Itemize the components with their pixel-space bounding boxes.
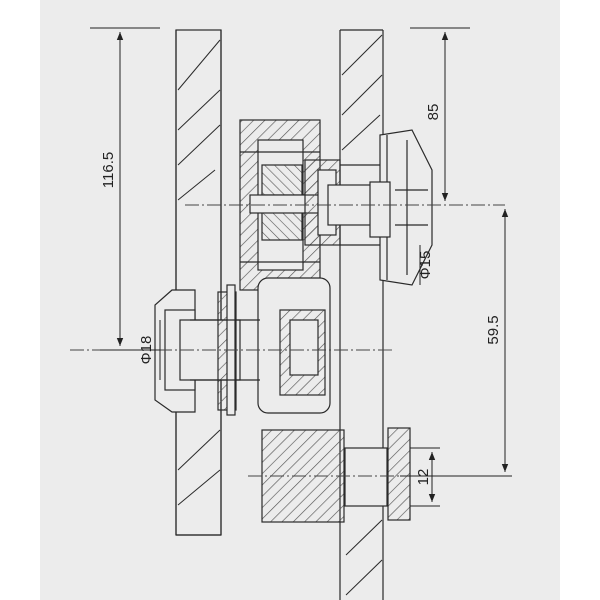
- right-glass-panel: [339, 29, 384, 600]
- upper-knob: [369, 129, 433, 286]
- dimension-lines: [90, 27, 512, 507]
- bottom-block: [261, 427, 411, 523]
- dim-phi15: Φ15: [417, 251, 434, 280]
- left-glass-panel: [175, 29, 222, 536]
- dim-85: 85: [425, 104, 442, 121]
- dim-59-5: 59.5: [485, 315, 502, 344]
- lower-roller: [257, 277, 331, 414]
- dim-116-5: 116.5: [100, 152, 117, 188]
- dim-phi18: Φ18: [138, 336, 155, 365]
- dim-12: 12: [415, 469, 432, 486]
